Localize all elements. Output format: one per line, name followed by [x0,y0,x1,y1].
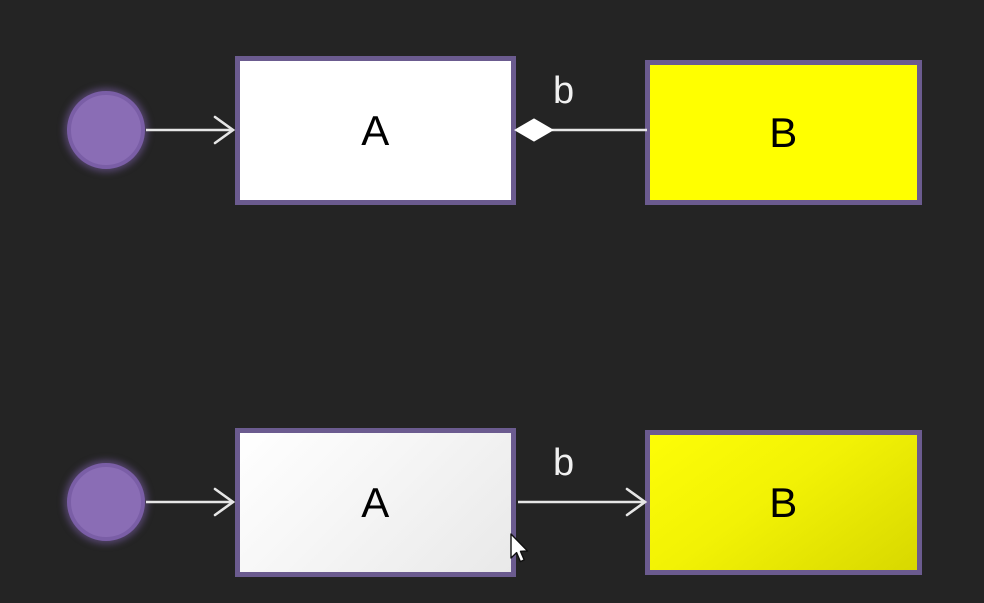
edge-a-to-b-top[interactable] [514,118,647,142]
start-node-circle-bottom[interactable] [67,463,145,541]
node-a-top-label: A [361,106,390,154]
node-b-bottom[interactable]: B [645,430,922,575]
node-a-bottom-label: A [361,478,390,526]
node-b-bottom-label: B [769,478,798,526]
cursor-arrow-shape [510,533,529,563]
node-a-bottom[interactable]: A [235,428,516,577]
node-b-top-label: B [769,108,798,156]
filled-diamond-icon [514,118,554,142]
edge-start-to-a-bottom[interactable] [146,487,236,517]
open-arrowhead-icon [625,487,648,517]
open-arrowhead-icon [213,115,236,145]
open-arrowhead-icon [213,487,236,517]
edge-a-to-b-bottom[interactable] [518,487,648,517]
edge-label-b-bottom: b [553,442,575,484]
node-a-top[interactable]: A [235,56,516,205]
mouse-pointer-icon [510,533,529,563]
edge-start-to-a-top[interactable] [146,115,236,145]
start-node-circle-top[interactable] [67,91,145,169]
node-b-top[interactable]: B [645,60,922,205]
edge-label-b-top: b [553,70,575,112]
